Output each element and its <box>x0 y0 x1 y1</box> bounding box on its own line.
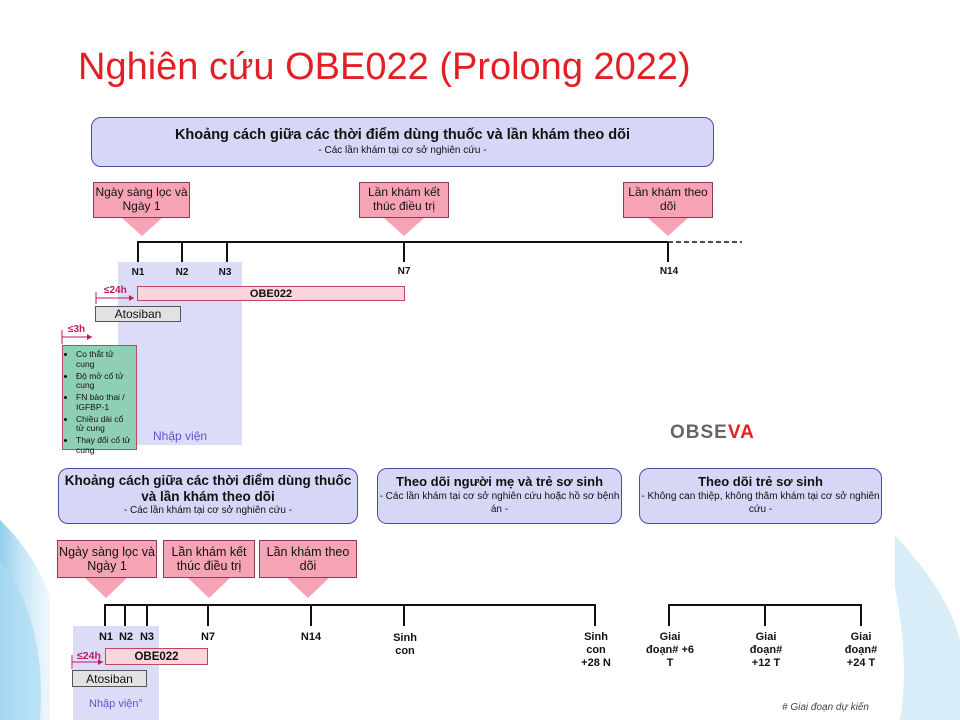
bottom-header-1-sub: - Các lần khám tại cơ sở nghiên cứu - <box>123 505 293 517</box>
top-assessment-box: Co thắt tử cung Độ mở cổ tử cung FN bào … <box>62 345 137 455</box>
bottom-header-2-sub: - Các lần khám tại cơ sở nghiên cứu hoặc… <box>379 491 620 515</box>
callout-box: Ngày sàng lọc và Ngày 1 <box>93 182 190 218</box>
top-obe022-bar: OBE022 <box>137 286 405 301</box>
bottom-window-24h-label: ≤24h <box>77 650 101 662</box>
top-tick-label-n3: N3 <box>218 267 232 278</box>
bottom-header-3-main: Theo dõi trẻ sơ sinh <box>698 474 823 489</box>
top-atosiban-bar: Atosiban <box>95 306 181 322</box>
assessment-item: FN bào thai / IGFBP-1 <box>76 392 133 413</box>
callout-pointer <box>648 218 688 236</box>
top-admission-label: Nhập viện <box>153 429 208 443</box>
footnote: # Giai đoạn dự kiến <box>782 702 869 713</box>
callout-box: Lần khám kết thúc điều trị <box>359 182 449 218</box>
bottom-header-box-1: Khoảng cách giữa các thời điểm dùng thuố… <box>58 468 358 524</box>
assessment-item: Thay đổi cổ tử cung <box>76 435 133 456</box>
bottom-atosiban-bar: Atosiban <box>72 670 147 687</box>
bottom-tick-label-24m: Giai đoạn# +24 T <box>844 631 878 670</box>
callout-box: Lần khám theo dõi <box>623 182 713 218</box>
callout-box: Ngày sàng lọc và Ngày 1 <box>57 540 157 578</box>
bottom-tick-label-n1: N1 <box>98 631 114 643</box>
bottom-header-1-main: Khoảng cách giữa các thời điểm dùng thuố… <box>64 473 352 505</box>
bottom-header-box-3: Theo dõi trẻ sơ sinh - Không can thiệp, … <box>639 468 882 524</box>
obseva-logo: OBSEVA <box>670 422 755 443</box>
bottom-tick-label-n7: N7 <box>200 631 216 643</box>
top-tick-label-n2: N2 <box>175 267 189 278</box>
assessment-item: Co thắt tử cung <box>76 349 133 370</box>
callout-pointer <box>122 218 162 236</box>
slide-title: Nghiên cứu OBE022 (Prolong 2022) <box>78 46 691 88</box>
bottom-tick-label-birth: Sinh con <box>393 632 417 658</box>
bottom-tick-label-n14: N14 <box>300 631 322 643</box>
top-window-3h-label: ≤3h <box>68 324 86 335</box>
top-header-main: Khoảng cách giữa các thời điểm dùng thuố… <box>174 127 631 143</box>
callout-pointer <box>85 578 127 598</box>
bottom-tick-label-n2: N2 <box>118 631 134 643</box>
callout-box: Lần khám theo dõi <box>259 540 357 578</box>
top-tick-label-n14: N14 <box>659 266 679 277</box>
bottom-header-box-2: Theo dõi người mẹ và trẻ sơ sinh - Các l… <box>377 468 622 524</box>
callout-pointer <box>287 578 329 598</box>
top-header-sub: - Các lần khám tại cơ sở nghiên cứu - <box>318 145 487 156</box>
callout-pointer <box>384 218 424 236</box>
bottom-tick-label-12m: Giai đoạn# +12 T <box>749 631 783 670</box>
bottom-admission-label: Nhập viện° <box>89 698 143 710</box>
bottom-tick-label-n3: N3 <box>139 631 155 643</box>
top-window-24h-label: ≤24h <box>104 285 127 296</box>
bottom-tick-label-6m: Giai đoạn# +6 T <box>646 631 694 670</box>
top-tick-label-n1: N1 <box>131 267 145 278</box>
bottom-tick-label-birth-28: Sinh con +28 N <box>581 631 611 670</box>
bottom-header-3-sub: - Không can thiệp, không thăm khám tại c… <box>641 491 880 515</box>
bottom-obe022-bar: OBE022 <box>105 648 208 665</box>
top-header-box: Khoảng cách giữa các thời điểm dùng thuố… <box>91 117 714 167</box>
top-tick-label-n7: N7 <box>397 266 411 277</box>
callout-box: Lần khám kết thúc điều trị <box>163 540 255 578</box>
callout-pointer <box>188 578 230 598</box>
assessment-item: Độ mở cổ tử cung <box>76 371 133 392</box>
assessment-item: Chiều dài cổ tử cung <box>76 414 133 435</box>
bottom-header-2-main: Theo dõi người mẹ và trẻ sơ sinh <box>395 474 604 489</box>
